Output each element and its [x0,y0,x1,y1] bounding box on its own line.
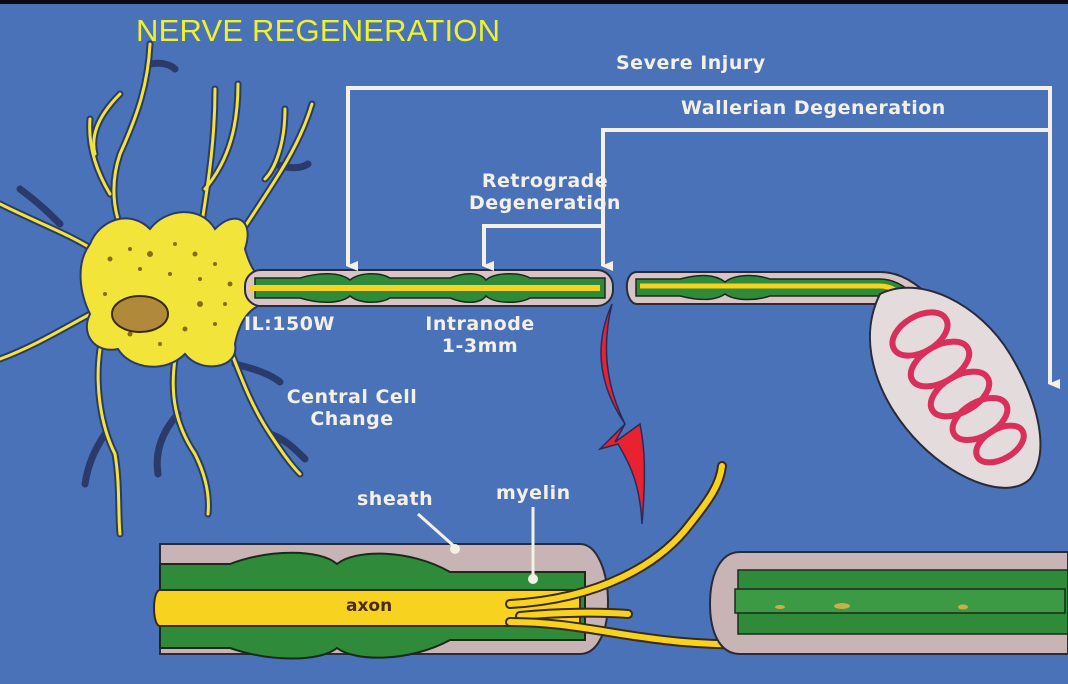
retrograde-line2: Degeneration [469,192,621,214]
cytoplasm-granules [103,242,233,346]
axon-label: axon [346,596,393,616]
severe-injury-label: Severe Injury [616,52,766,74]
wallerian-degeneration-label: Wallerian Degeneration [681,97,946,119]
proximal-axon-segment [244,269,614,307]
retrograde-line1: Retrograde [481,170,609,192]
red-transition-arrow [597,303,646,525]
intranode-line1: Intranode [425,313,535,335]
retrograde-degeneration-label: Retrograde Degeneration [440,170,650,214]
il-label: IL:150W [244,313,335,335]
diagram-canvas: NERVE REGENERATION Severe Injury Walleri… [0,4,1068,684]
central-line2: Change [310,408,394,430]
neuron-dendrites [0,40,316,538]
intranode-label: Intranode 1-3mm [410,313,550,357]
regenerating-stump [153,461,785,660]
nerve-diagram [0,40,1068,660]
sheath-label: sheath [357,488,434,510]
intranode-line2: 1-3mm [441,335,519,357]
central-cell-change-label: Central Cell Change [262,386,442,430]
neuron-cell-body [79,211,263,368]
retrograde-bracket-left [482,224,613,271]
myelin-label: myelin [496,482,571,504]
central-line1: Central Cell [286,386,418,408]
wallerian-degenerating-end [869,286,1042,489]
wallerian-bracket [601,128,1050,266]
distal-degenerated-tube [708,551,1068,655]
sheath-pointer [417,512,456,549]
page-title: NERVE REGENERATION [136,13,501,48]
bracket-arrows [346,86,1060,389]
nucleus [111,295,169,333]
